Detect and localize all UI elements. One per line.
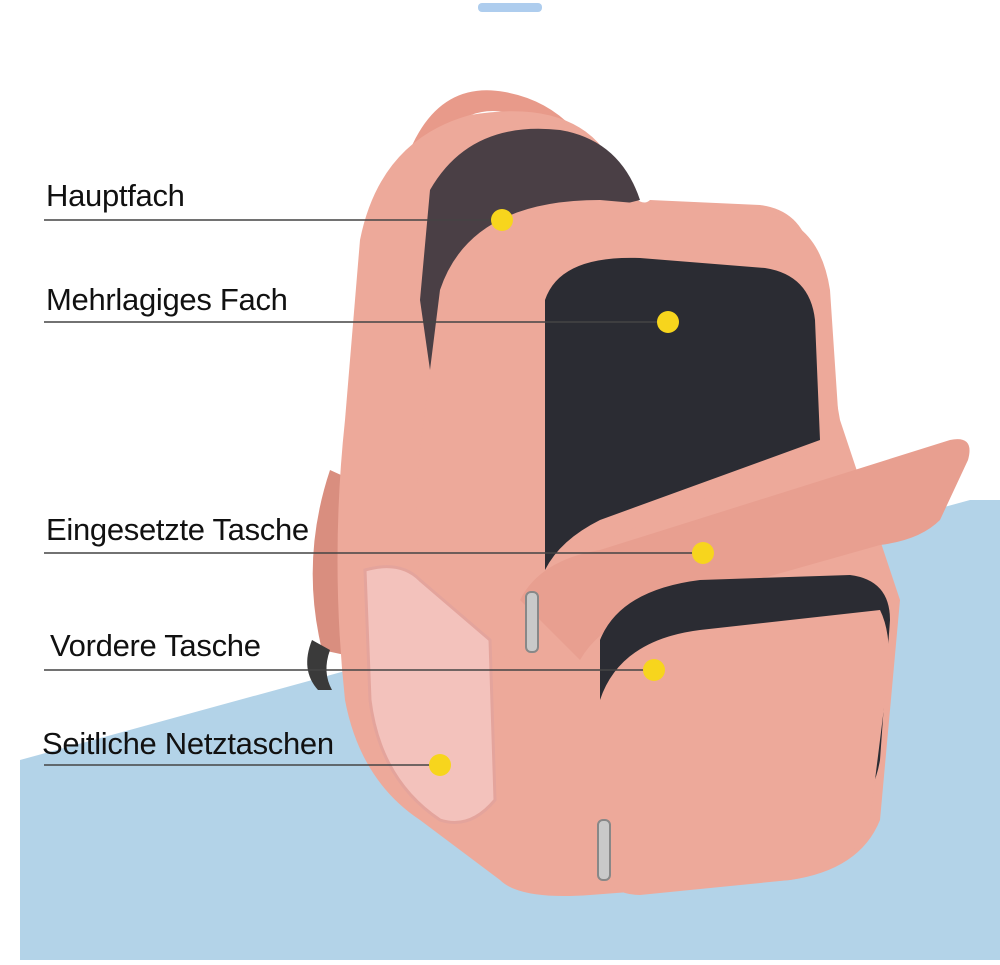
marker-dot bbox=[429, 754, 451, 776]
callout-label-side-mesh-pockets: Seitliche Netztaschen bbox=[42, 726, 334, 761]
front-pocket-panel bbox=[600, 610, 889, 895]
marker-dot bbox=[491, 209, 513, 231]
side-mesh-pocket bbox=[363, 565, 497, 824]
zipper-pull bbox=[525, 591, 539, 653]
top-indicator-bar bbox=[478, 3, 542, 12]
callout-label-main-compartment: Hauptfach bbox=[46, 178, 185, 213]
marker-dot bbox=[657, 311, 679, 333]
marker-dot bbox=[643, 659, 665, 681]
top-handle bbox=[410, 90, 590, 160]
callout-label-inserted-pocket: Eingesetzte Tasche bbox=[46, 512, 309, 547]
marker-dot bbox=[692, 542, 714, 564]
callout-label-front-pocket: Vordere Tasche bbox=[50, 628, 261, 663]
shoulder-strap-2 bbox=[307, 640, 332, 690]
callout-label-layered-compartment: Mehrlagiges Fach bbox=[46, 282, 288, 317]
layered-compartment-lining bbox=[545, 257, 820, 570]
zipper-pull-2 bbox=[597, 819, 611, 881]
